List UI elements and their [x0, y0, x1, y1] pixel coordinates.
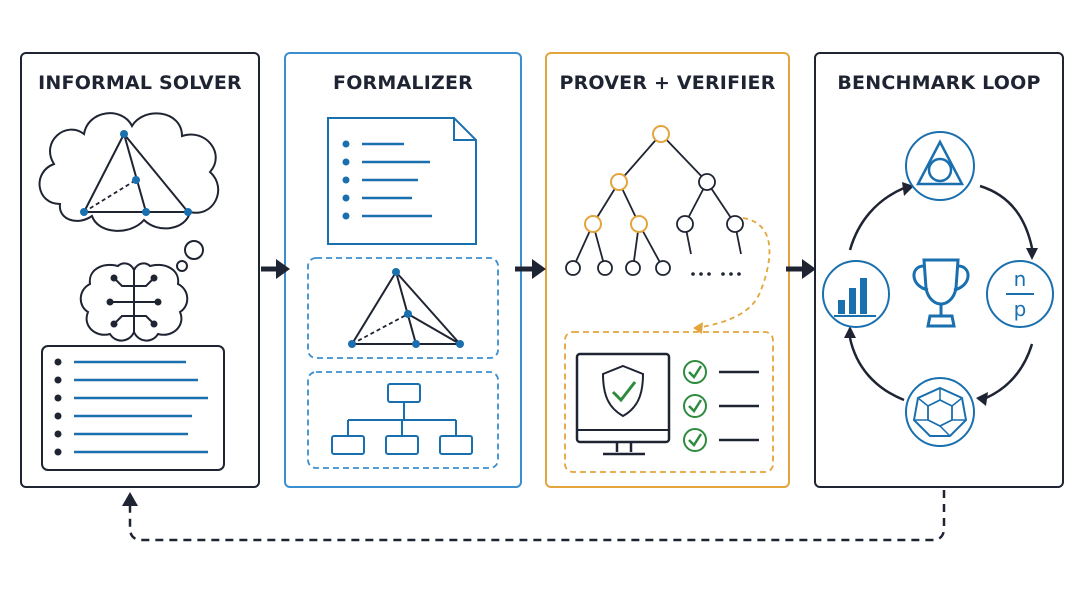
- informal-solver-panel: INFORMAL SOLVER: [20, 52, 260, 488]
- bar-chart-icon: [822, 260, 890, 328]
- polyhedron-icon: [905, 377, 975, 447]
- brain-circuit-icon: [79, 262, 189, 342]
- thought-cloud-icon: [38, 112, 220, 272]
- informal-solver-title: INFORMAL SOLVER: [38, 72, 242, 94]
- shield-check-monitor-icon: [575, 352, 671, 456]
- prover-verifier-title: PROVER + VERIFIER: [559, 72, 776, 94]
- arrow-prover-to-benchmark: [786, 259, 816, 279]
- proof-search-tree-icon: [565, 125, 771, 334]
- verifier-box: [564, 331, 774, 473]
- formal-geometry-icon: [307, 257, 499, 359]
- fraction-denominator: p: [1014, 297, 1027, 321]
- trophy-icon: [912, 258, 970, 328]
- geometry-problem-icon: [905, 131, 975, 201]
- prover-verifier-panel: PROVER + VERIFIER: [545, 52, 790, 488]
- informal-proof-text-icon: [41, 345, 225, 471]
- formalizer-panel: FORMALIZER: [284, 52, 522, 488]
- cycle-arrows: [848, 184, 1034, 402]
- informal-solver-illustration: [38, 112, 225, 471]
- prover-verifier-illustration: [564, 125, 774, 473]
- formalizer-title: FORMALIZER: [333, 72, 473, 94]
- document-icon: [327, 117, 477, 245]
- benchmark-loop-title: BENCHMARK LOOP: [837, 72, 1041, 94]
- feedback-loop-arrow: [122, 490, 946, 542]
- benchmark-loop-panel: BENCHMARK LOOP n p: [814, 52, 1064, 488]
- fraction-icon: n p: [986, 260, 1054, 328]
- checklist-icon: [683, 360, 759, 452]
- arrow-solver-to-formalizer: [261, 259, 290, 279]
- fraction-numerator: n: [1014, 267, 1027, 291]
- arrow-formalizer-to-prover: [515, 259, 546, 279]
- benchmark-loop-illustration: n p: [822, 131, 1054, 447]
- formalizer-illustration: [307, 117, 499, 469]
- formal-structure-hierarchy-icon: [307, 371, 499, 469]
